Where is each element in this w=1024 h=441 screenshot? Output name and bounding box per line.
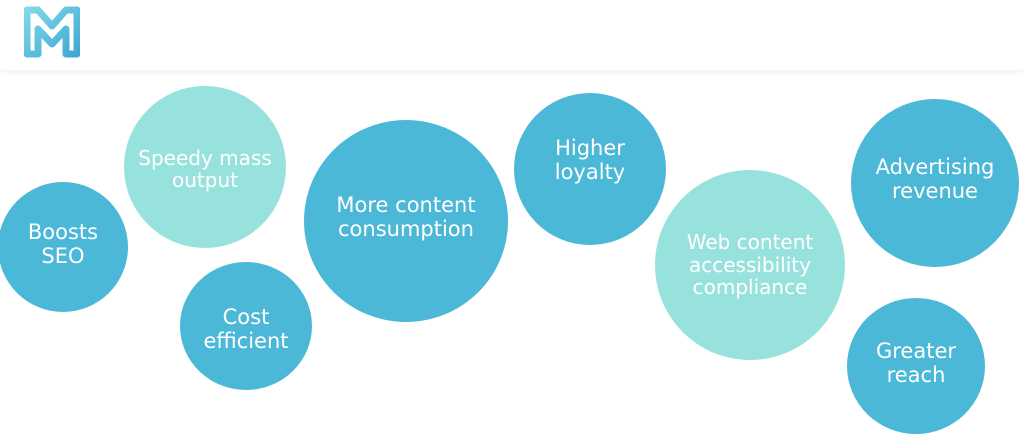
bubble-greater-reach: Greater reach bbox=[847, 298, 985, 434]
bubble-label: Higher loyalty bbox=[554, 136, 626, 184]
bubble-label: Greater reach bbox=[875, 339, 957, 387]
bubble-speedy-mass-output: Speedy mass output bbox=[124, 86, 286, 248]
bubble-boosts-seo: Boosts SEO bbox=[0, 182, 128, 312]
bubble-higher-loyalty: Higher loyalty bbox=[514, 93, 666, 245]
bubble-more-content-consumption: More content consumption bbox=[304, 120, 508, 322]
bubble-label: Cost efficient bbox=[203, 305, 289, 353]
bubble-label: Speedy mass output bbox=[138, 145, 272, 192]
bubble-label: Web content accessibility compliance bbox=[686, 230, 814, 300]
bubble-web-content-accessibility-compliance: Web content accessibility compliance bbox=[655, 170, 845, 360]
bubble-label: Advertising revenue bbox=[875, 155, 995, 203]
bubble-label: More content consumption bbox=[336, 193, 476, 241]
bubble-advertising-revenue: Advertising revenue bbox=[851, 99, 1019, 267]
bubble-label: Boosts SEO bbox=[27, 220, 99, 268]
x-logo-icon[interactable] bbox=[24, 6, 80, 58]
header-bar bbox=[0, 0, 1024, 70]
bubble-cost-efficient: Cost efficient bbox=[180, 262, 312, 390]
